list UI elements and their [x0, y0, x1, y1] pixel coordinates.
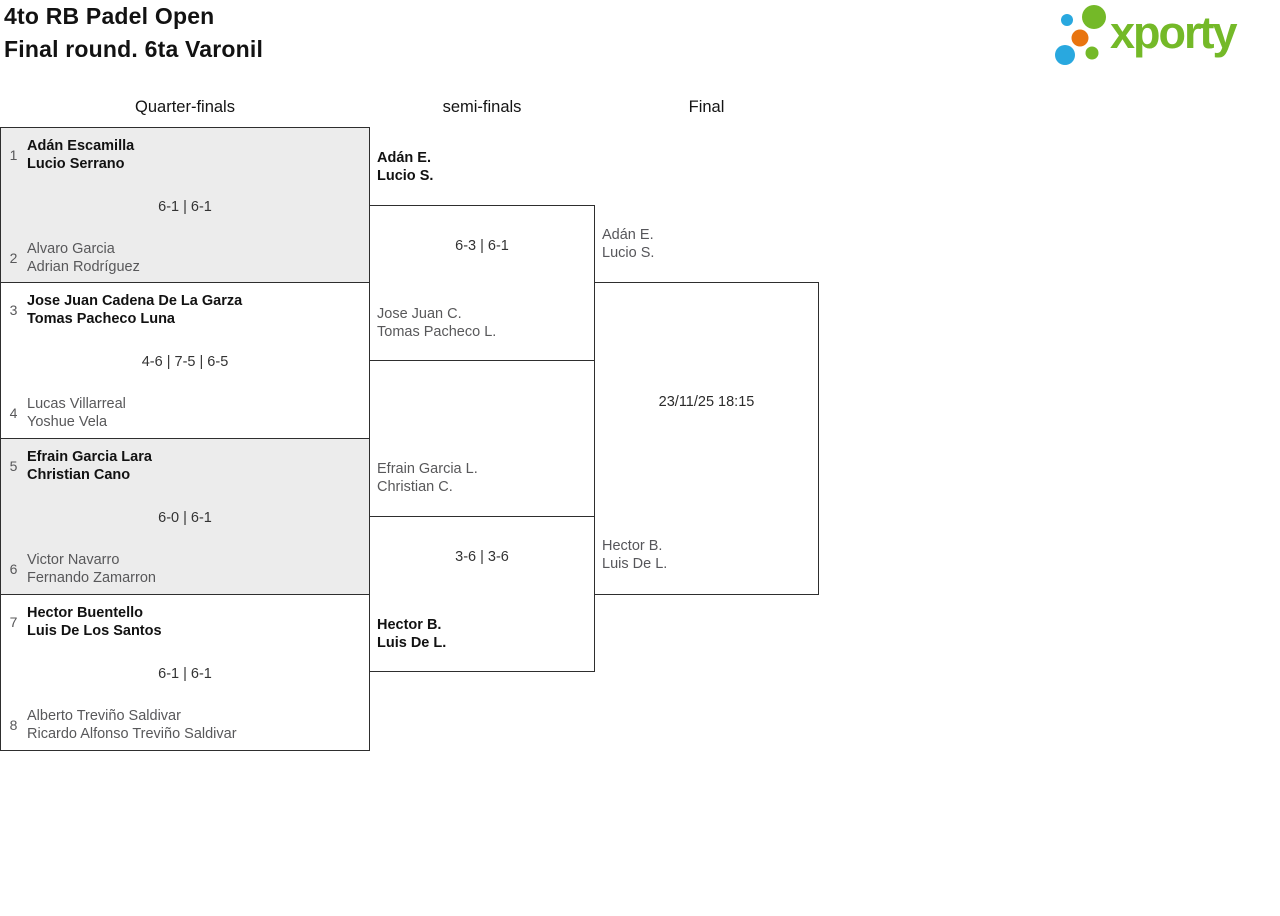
- player-name: Hector B.: [377, 617, 442, 633]
- seed-number: 4: [9, 405, 18, 421]
- qf3-team-bottom: Victor Navarro Fernando Zamarron: [27, 551, 156, 587]
- sf2-team-top: Efrain Garcia L. Christian C.: [377, 460, 478, 496]
- qf-match-1[interactable]: 1 Adán Escamilla Lucio Serrano 6-1 | 6-1…: [0, 127, 370, 283]
- xporty-dots-icon: [1055, 5, 1106, 65]
- qf-match-4[interactable]: 7 Hector Buentello Luis De Los Santos 6-…: [0, 594, 370, 751]
- seed-number: 7: [9, 614, 18, 630]
- column-header-final: Final: [688, 98, 725, 116]
- qf1-team-top: Adán Escamilla Lucio Serrano: [27, 137, 134, 173]
- player-name: Christian C.: [377, 479, 453, 495]
- match-score: 6-3 | 6-1: [455, 238, 509, 254]
- sf-match-2[interactable]: Efrain Garcia L. Christian C. 3-6 | 3-6 …: [369, 461, 595, 672]
- tournament-name: 4to RB Padel Open: [4, 3, 215, 29]
- final-team-top: Adán E. Lucio S.: [602, 226, 654, 262]
- sf1-team-bottom: Jose Juan C. Tomas Pacheco L.: [377, 305, 496, 341]
- player-name: Tomas Pacheco Luna: [27, 311, 175, 327]
- player-name: Alberto Treviño Saldivar: [27, 708, 181, 724]
- final-team-bottom: Hector B. Luis De L.: [602, 537, 667, 573]
- qf4-team-bottom: Alberto Treviño Saldivar Ricardo Alfonso…: [27, 707, 237, 743]
- player-name: Yoshue Vela: [27, 414, 108, 430]
- column-header-semifinals: semi-finals: [442, 98, 522, 116]
- match-schedule: 23/11/25 18:15: [658, 394, 755, 410]
- match-score: 3-6 | 3-6: [455, 549, 509, 565]
- xporty-logo[interactable]: xporty: [1048, 3, 1273, 67]
- match-score: 4-6 | 7-5 | 6-5: [141, 354, 229, 370]
- player-name: Victor Navarro: [27, 552, 120, 568]
- player-name: Fernando Zamarron: [27, 570, 156, 586]
- seed-number: 6: [9, 561, 18, 577]
- player-name: Hector Buentello: [27, 605, 144, 621]
- sf1-team-top: Adán E. Lucio S.: [377, 149, 433, 185]
- player-name: Adán E.: [602, 227, 654, 243]
- player-name: Adán Escamilla: [27, 138, 135, 154]
- player-name: Efrain Garcia Lara: [27, 449, 152, 465]
- player-name: Hector B.: [602, 538, 663, 554]
- column-header-quarterfinals: Quarter-finals: [135, 98, 235, 116]
- seed-number: 3: [9, 302, 18, 318]
- qf2-team-bottom: Lucas Villarreal Yoshue Vela: [27, 395, 126, 431]
- player-name: Luis De Los Santos: [27, 623, 162, 639]
- round-category: Final round. 6ta Varonil: [4, 36, 264, 62]
- match-score: 6-0 | 6-1: [158, 510, 212, 526]
- player-name: Efrain Garcia L.: [377, 461, 478, 477]
- player-name: Adrian Rodríguez: [27, 259, 140, 275]
- match-score: 6-1 | 6-1: [158, 199, 212, 215]
- match-score: 6-1 | 6-1: [158, 666, 212, 682]
- sf-match-1[interactable]: Adán E. Lucio S. 6-3 | 6-1 Jose Juan C. …: [369, 150, 595, 361]
- qf-match-3[interactable]: 5 Efrain Garcia Lara Christian Cano 6-0 …: [0, 438, 370, 595]
- sf2-team-bottom: Hector B. Luis De L.: [377, 616, 446, 652]
- seed-number: 8: [9, 717, 18, 733]
- player-name: Lucio Serrano: [27, 156, 125, 172]
- qf-match-2[interactable]: 3 Jose Juan Cadena De La Garza Tomas Pac…: [0, 282, 370, 439]
- seed-number: 5: [9, 458, 18, 474]
- player-name: Lucio S.: [602, 245, 655, 261]
- qf4-team-top: Hector Buentello Luis De Los Santos: [27, 604, 162, 640]
- final-match[interactable]: Adán E. Lucio S. 23/11/25 18:15 Hector B…: [594, 227, 819, 595]
- player-name: Lucio S.: [377, 168, 434, 184]
- seed-number: 2: [9, 250, 18, 266]
- player-name: Alvaro Garcia: [27, 241, 115, 257]
- qf1-team-bottom: Alvaro Garcia Adrian Rodríguez: [27, 240, 140, 276]
- qf2-team-top: Jose Juan Cadena De La Garza Tomas Pache…: [27, 292, 242, 328]
- player-name: Ricardo Alfonso Treviño Saldivar: [27, 726, 237, 742]
- player-name: Adán E.: [377, 150, 431, 166]
- page-title: 4to RB Padel Open Final round. 6ta Varon…: [4, 0, 263, 66]
- player-name: Lucas Villarreal: [27, 396, 126, 412]
- player-name: Luis De L.: [377, 635, 447, 651]
- player-name: Tomas Pacheco L.: [377, 324, 497, 340]
- player-name: Jose Juan C.: [377, 306, 462, 322]
- player-name: Luis De L.: [602, 556, 668, 572]
- player-name: Jose Juan Cadena De La Garza: [27, 293, 243, 309]
- qf3-team-top: Efrain Garcia Lara Christian Cano: [27, 448, 152, 484]
- seed-number: 1: [9, 147, 18, 163]
- xporty-logo-text: xporty: [1110, 7, 1238, 58]
- player-name: Christian Cano: [27, 467, 131, 483]
